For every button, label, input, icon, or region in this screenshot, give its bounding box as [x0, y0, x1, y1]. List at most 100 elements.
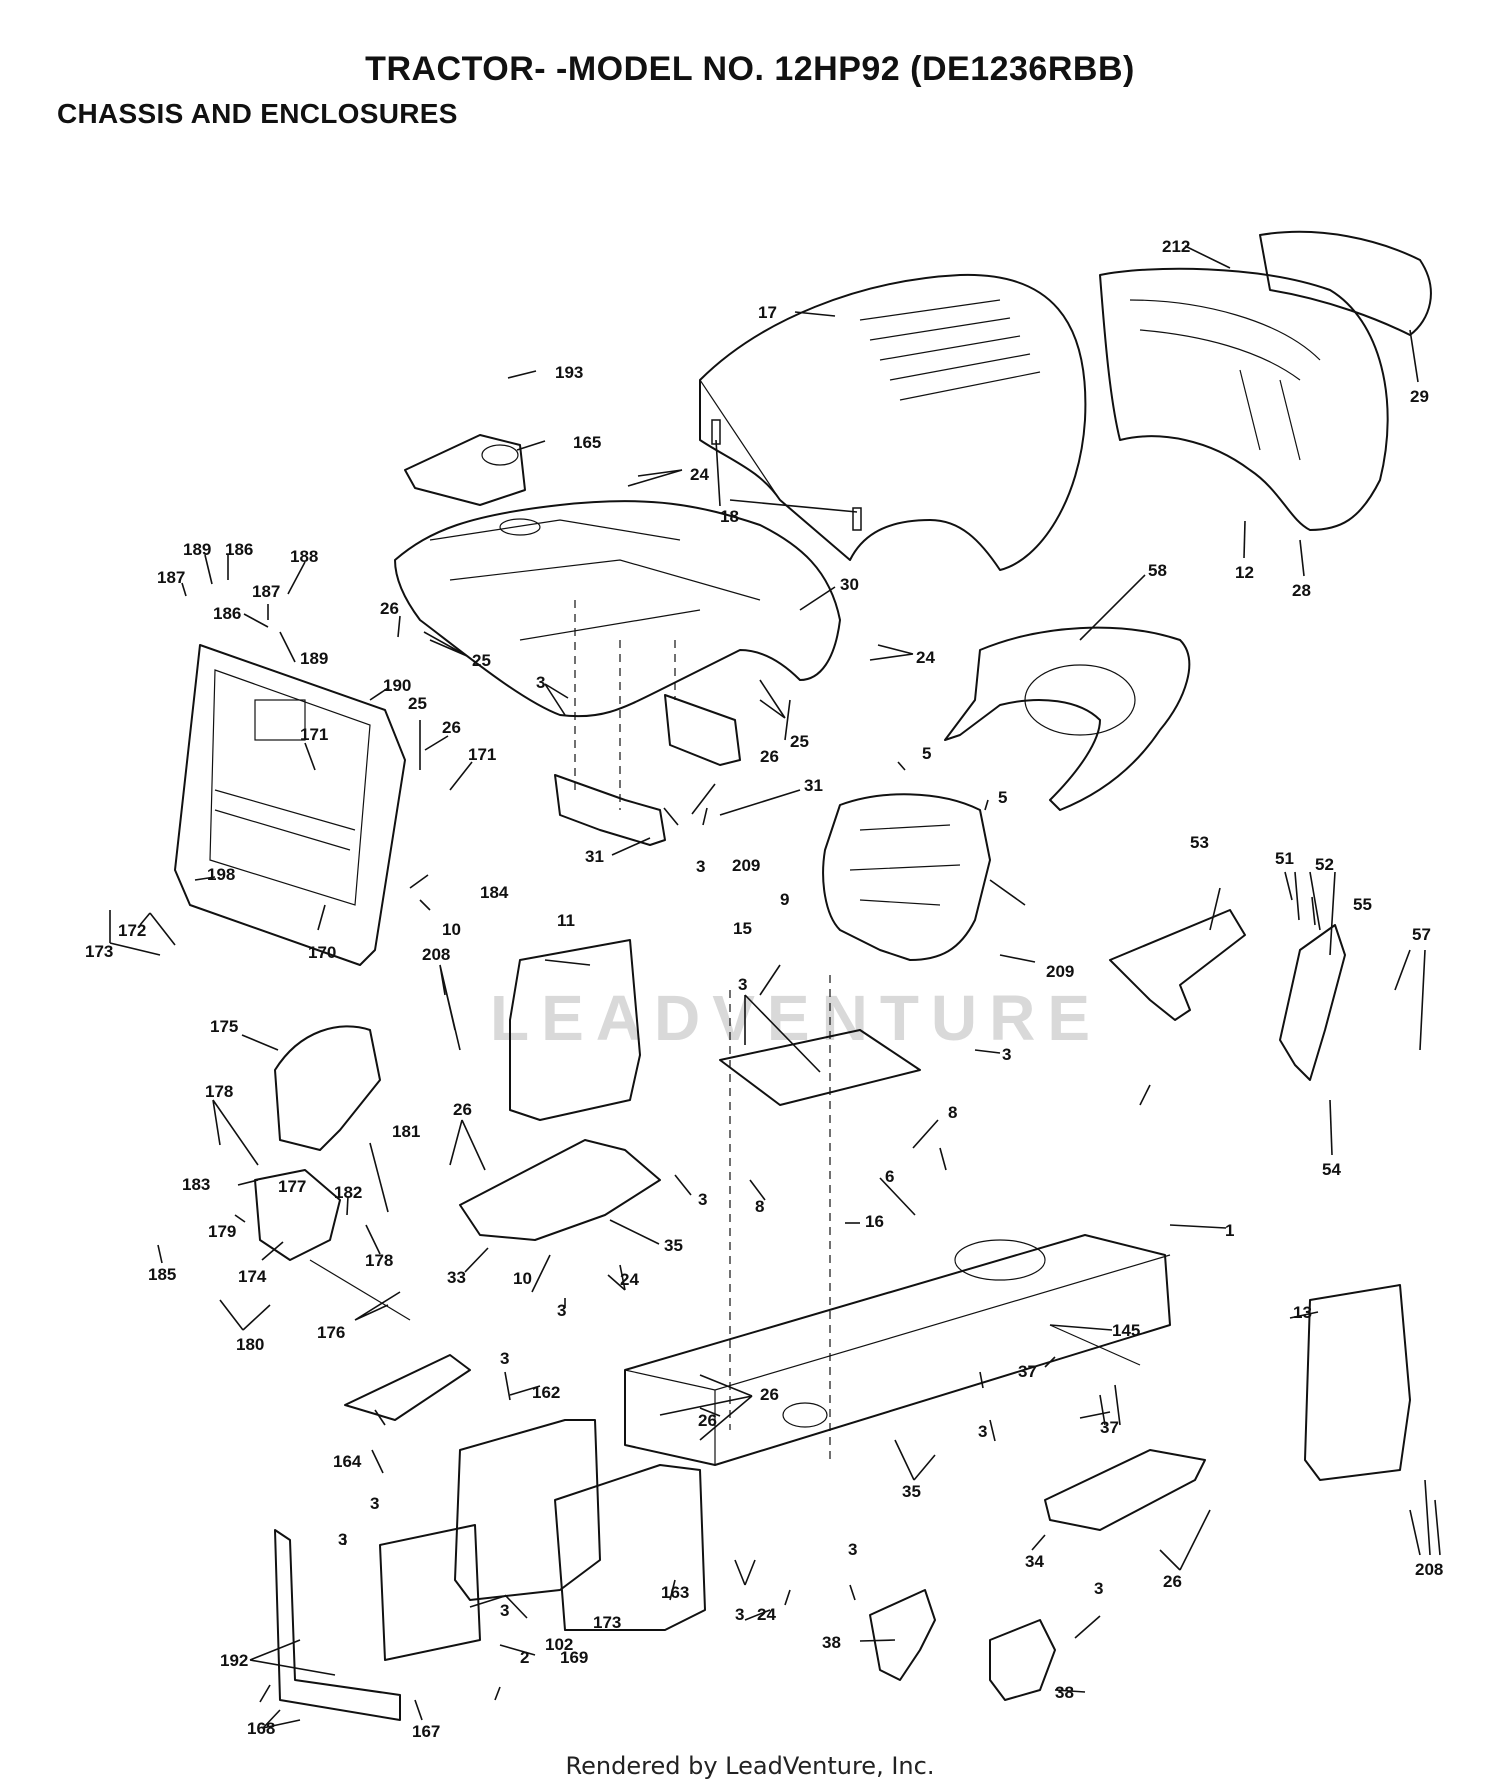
callout-53: 53 — [1190, 833, 1209, 852]
callout-187-center: 187 — [252, 582, 280, 601]
main-frame-outline — [624, 1234, 1171, 1466]
callout-24-right: 24 — [916, 648, 935, 667]
front-frame-outline — [344, 1354, 706, 1631]
callout-3-front: 3 — [500, 1349, 509, 1368]
callout-145: 145 — [1112, 1321, 1140, 1340]
callout-181: 181 — [392, 1122, 420, 1141]
diagram-subtitle: CHASSIS AND ENCLOSURES — [57, 98, 458, 129]
grille-outline — [1099, 230, 1432, 531]
callout-189-center: 189 — [300, 649, 328, 668]
callout-209-right: 209 — [1046, 962, 1074, 981]
callout-30: 30 — [840, 575, 859, 594]
callout-55: 55 — [1353, 895, 1372, 914]
callout-26-bracket: 26 — [760, 747, 779, 766]
callout-17: 17 — [758, 303, 777, 322]
callout-25-dash: 25 — [472, 651, 491, 670]
callout-174: 174 — [238, 1267, 267, 1286]
callout-24-top: 24 — [690, 465, 709, 484]
callout-175: 175 — [210, 1017, 238, 1036]
lower-brackets-outline — [869, 1589, 1056, 1701]
callout-189-top: 189 — [183, 540, 211, 559]
callout-16: 16 — [865, 1212, 884, 1231]
callout-179: 179 — [208, 1222, 236, 1241]
hood-outline — [699, 273, 1087, 571]
callout-162: 162 — [532, 1383, 560, 1402]
callout-3-bumper: 3 — [338, 1530, 347, 1549]
callout-13: 13 — [1293, 1303, 1312, 1322]
leader-lines — [109, 245, 1441, 1729]
callout-168: 168 — [247, 1719, 275, 1738]
callout-173-bottom: 173 — [593, 1613, 621, 1632]
callout-35-bottom: 35 — [902, 1482, 921, 1501]
callout-3-frame-bottom: 3 — [735, 1605, 744, 1624]
callout-176: 176 — [317, 1323, 345, 1342]
callout-5-right: 5 — [998, 788, 1007, 807]
callout-171-left: 171 — [300, 725, 328, 744]
callout-3-bracket: 3 — [696, 857, 705, 876]
callout-25-left: 25 — [408, 694, 427, 713]
callout-163: 163 — [661, 1583, 689, 1602]
callout-3-frame: 3 — [557, 1301, 566, 1320]
callout-52: 52 — [1315, 855, 1334, 874]
callout-102: 102 — [545, 1635, 573, 1654]
callout-51: 51 — [1275, 849, 1294, 868]
callout-38-right: 38 — [1055, 1683, 1074, 1702]
callout-1: 1 — [1225, 1221, 1234, 1240]
callout-35-top: 35 — [664, 1236, 683, 1255]
callout-185: 185 — [148, 1265, 176, 1284]
callout-182: 182 — [334, 1183, 362, 1202]
render-credit: Rendered by LeadVenture, Inc. — [565, 1752, 935, 1780]
callout-171-right: 171 — [468, 745, 496, 764]
callout-190: 190 — [383, 676, 411, 695]
callout-26-footrest: 26 — [453, 1100, 472, 1119]
callout-10-footrest: 10 — [513, 1269, 532, 1288]
callout-38-left: 38 — [822, 1633, 841, 1652]
callout-18: 18 — [720, 507, 739, 526]
callout-188: 188 — [290, 547, 318, 566]
callout-177: 177 — [278, 1177, 306, 1196]
callout-37-bottom: 37 — [1100, 1418, 1119, 1437]
callout-15: 15 — [733, 919, 752, 938]
rear-brackets-outline — [1109, 909, 1346, 1081]
callout-193: 193 — [555, 363, 583, 382]
callout-169: 169 — [560, 1648, 588, 1667]
callout-183: 183 — [182, 1175, 210, 1194]
callout-24-bottom: 24 — [757, 1605, 776, 1624]
rod-outline — [1049, 1324, 1141, 1366]
callout-172: 172 — [118, 921, 146, 940]
footrests-outline — [459, 1139, 1206, 1531]
callout-2: 2 — [520, 1648, 529, 1667]
callout-24-frame: 24 — [620, 1270, 639, 1289]
callout-25-bracket: 25 — [790, 732, 809, 751]
callout-54: 54 — [1322, 1160, 1341, 1179]
callout-170: 170 — [308, 943, 336, 962]
callout-209-center: 209 — [732, 856, 760, 875]
cupholder-outline — [404, 434, 526, 506]
callout-28: 28 — [1292, 581, 1311, 600]
tank-shield-outline — [944, 626, 1191, 811]
callout-3-frame-right: 3 — [978, 1422, 987, 1441]
callout-198: 198 — [207, 865, 235, 884]
callout-173-left: 173 — [85, 942, 113, 961]
callout-164: 164 — [333, 1452, 362, 1471]
callout-26-left: 26 — [442, 718, 461, 737]
callout-29: 29 — [1410, 387, 1429, 406]
callout-3-plate: 3 — [738, 975, 747, 994]
callout-labels: 212 17 29 193 165 24 18 12 28 189 186 18… — [85, 237, 1443, 1741]
callout-26-footrest-right: 26 — [1163, 1572, 1182, 1591]
front-panel-outline — [174, 644, 406, 966]
callout-3-footrest: 3 — [698, 1190, 707, 1209]
dash-brackets-outline — [554, 600, 741, 846]
callout-57: 57 — [1412, 925, 1431, 944]
callout-58: 58 — [1148, 561, 1167, 580]
callout-212: 212 — [1162, 237, 1190, 256]
callout-178-top: 178 — [205, 1082, 233, 1101]
callout-167: 167 — [412, 1722, 440, 1741]
center-plate-outline — [719, 975, 921, 1460]
callout-3-bracket-left: 3 — [370, 1494, 379, 1513]
side-plates-outline — [509, 939, 1411, 1481]
callout-9: 9 — [780, 890, 789, 909]
callout-10-panel: 10 — [442, 920, 461, 939]
